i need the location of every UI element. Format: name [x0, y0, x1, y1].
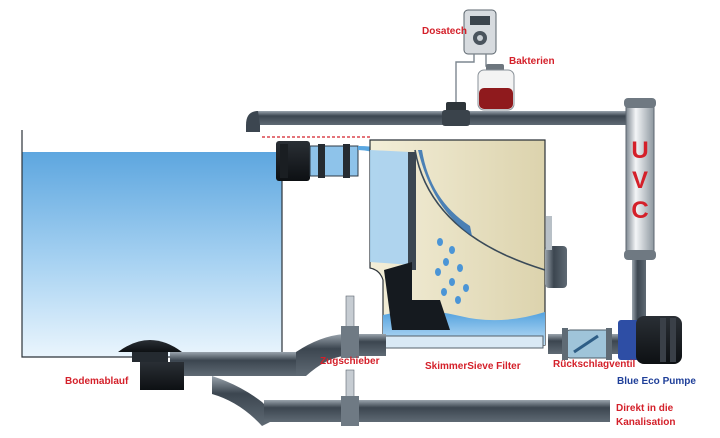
uvc-letter-u: U: [631, 137, 649, 164]
dosatech-unit: [442, 9, 497, 126]
uvc-label: U V C: [627, 136, 653, 226]
bodenablauf-label: Bodemablauf: [65, 376, 129, 387]
direct-sewer-label-line1: Direkt in die: [616, 403, 674, 414]
bacteria-container: [477, 64, 515, 111]
pond: [21, 130, 283, 358]
skimmer-sieve-filter: [369, 139, 567, 349]
uvc-clarifier: [624, 98, 656, 260]
zugschieber-label: Zugschieber: [320, 356, 380, 367]
water-droplets: [435, 238, 469, 304]
dosatech-label: Dosatech: [422, 26, 468, 37]
skimmer-inlet: [262, 136, 410, 181]
uvc-letter-v: V: [631, 167, 648, 194]
slide-valves: [341, 295, 359, 426]
bakterien-label: Bakterien: [509, 56, 555, 67]
uvc-letter-c: C: [631, 197, 649, 224]
blue-eco-pump: [618, 316, 682, 364]
pump-label: Blue Eco Pumpe: [617, 376, 696, 387]
direct-sewer-label-line2: Kanalisation: [616, 417, 676, 428]
bottom-drain: [118, 340, 184, 390]
rueckschlagventil-label: Rückschlagventil: [553, 359, 636, 370]
check-valve: [562, 328, 612, 360]
filter-label: SkimmerSieve Filter: [425, 361, 521, 372]
